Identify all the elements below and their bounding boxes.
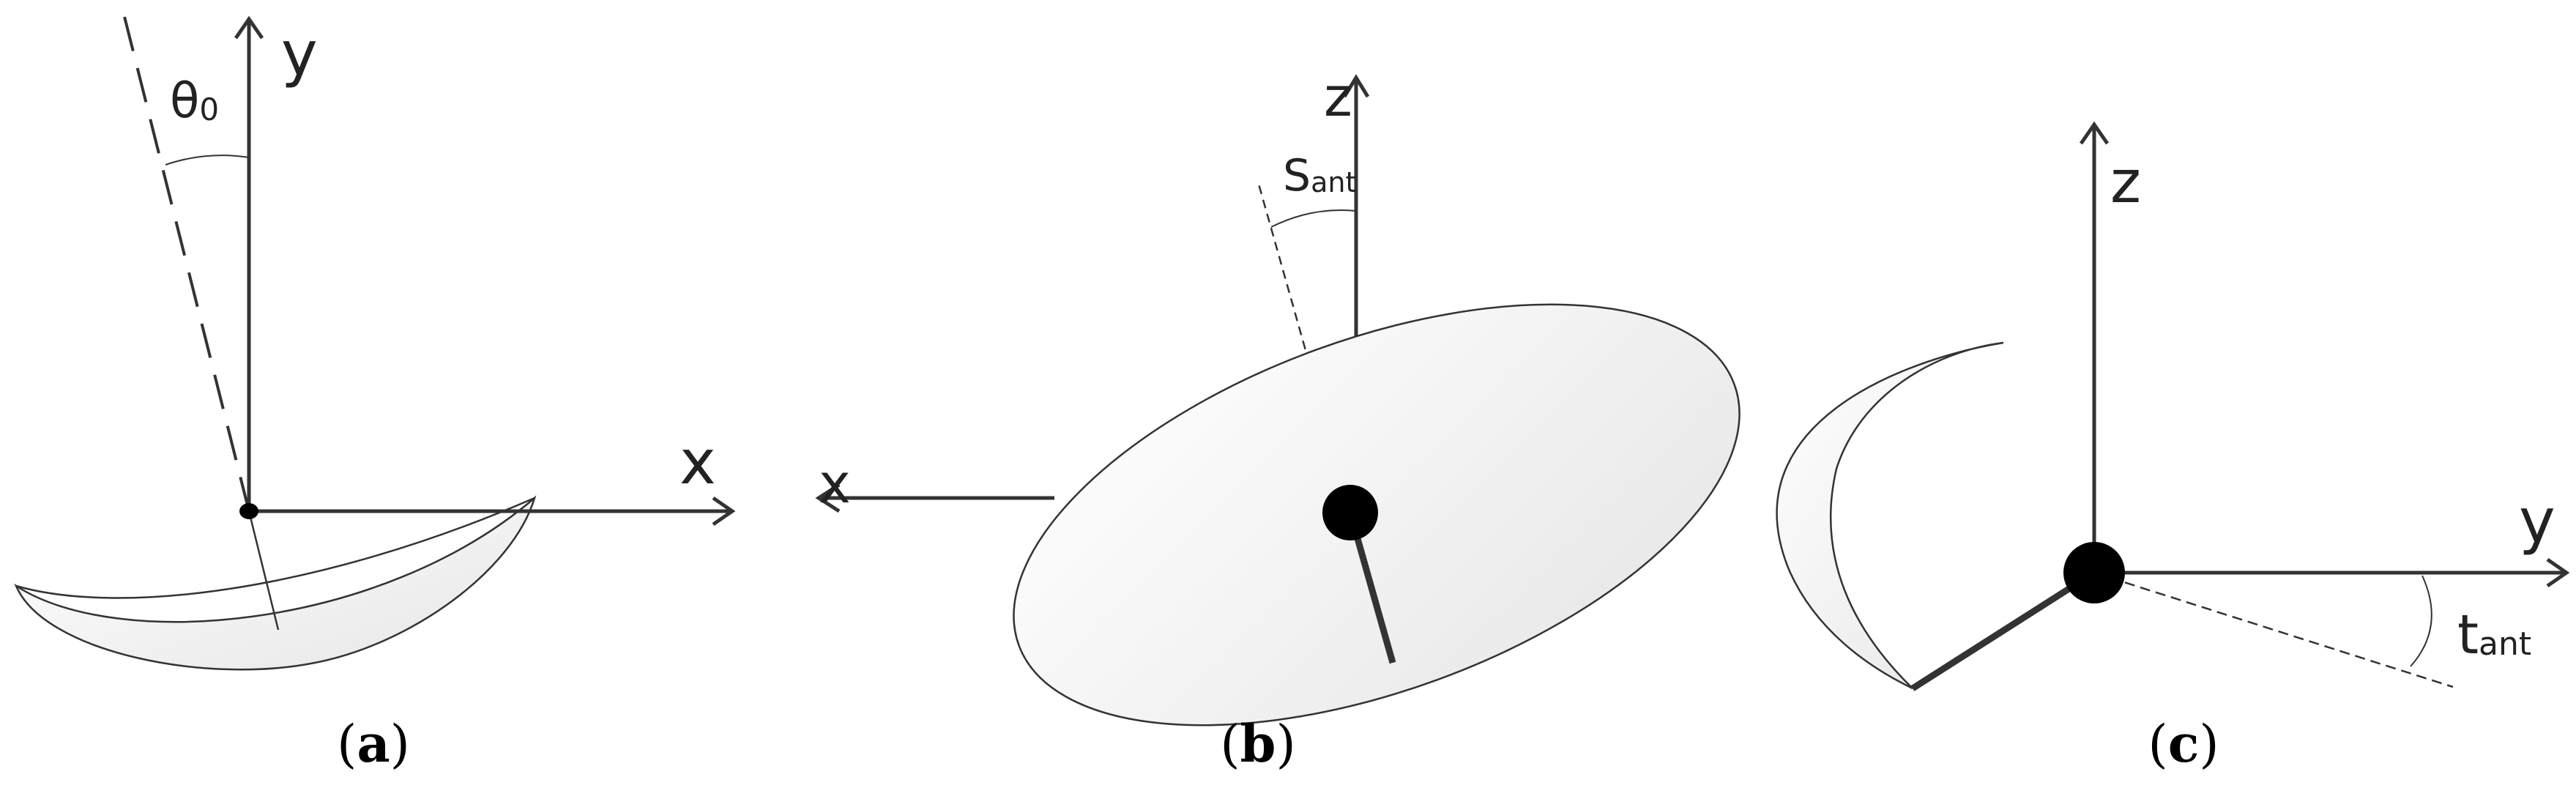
panel-a-origin-dot <box>239 503 258 519</box>
panel-c-tilt-dashed <box>2093 571 2454 688</box>
panel-c-angle-label: tant <box>2457 603 2531 666</box>
panel-a: y x θ0 (a) <box>14 10 736 774</box>
panel-b-dish <box>1013 303 1741 726</box>
panel-b: z x Sant (b) <box>815 66 1741 774</box>
panel-a-y-label: y <box>281 18 318 89</box>
panel-b-x-label: x <box>819 453 851 516</box>
panel-a-x-arrowhead <box>712 496 736 527</box>
panel-b-caption: (b) <box>1220 713 1296 774</box>
panel-c-y-arrowhead <box>2546 557 2570 588</box>
panel-b-angle-arc <box>1270 209 1357 228</box>
panel-b-x-arrowhead <box>815 483 841 513</box>
panel-a-caption: (a) <box>337 713 410 774</box>
panel-c-caption: (c) <box>2148 713 2219 774</box>
panel-a-angle-label: θ0 <box>170 73 219 129</box>
panel-c-angle-arc <box>2410 575 2432 667</box>
panel-a-y-arrowhead <box>234 15 264 40</box>
panel-a-x-label: x <box>680 426 716 498</box>
panel-b-feed-dot <box>1322 485 1378 540</box>
panel-a-angle-arc <box>165 155 250 166</box>
panel-b-angle-label: Sant <box>1283 150 1356 201</box>
panel-a-feed-arm <box>247 510 280 631</box>
panel-b-z-arrowhead <box>1342 74 1370 98</box>
panel-b-z-label: z <box>1324 66 1352 129</box>
panel-c-z-arrowhead <box>2079 121 2110 145</box>
panel-c-origin-dot <box>2063 542 2125 603</box>
panel-c-feed-arm <box>1910 570 2096 691</box>
panel-c-z-label: z <box>2110 148 2141 216</box>
panel-b-tilt-dashed <box>1257 181 1311 364</box>
panel-a-dish <box>14 495 537 671</box>
panel-c-y-label: y <box>2519 485 2555 557</box>
panel-a-boresight-dashed <box>122 10 250 512</box>
panel-a-dish-rim <box>15 497 535 599</box>
panel-c: z y tant (c) <box>1776 121 2570 774</box>
panel-c-dish <box>1776 341 2004 690</box>
